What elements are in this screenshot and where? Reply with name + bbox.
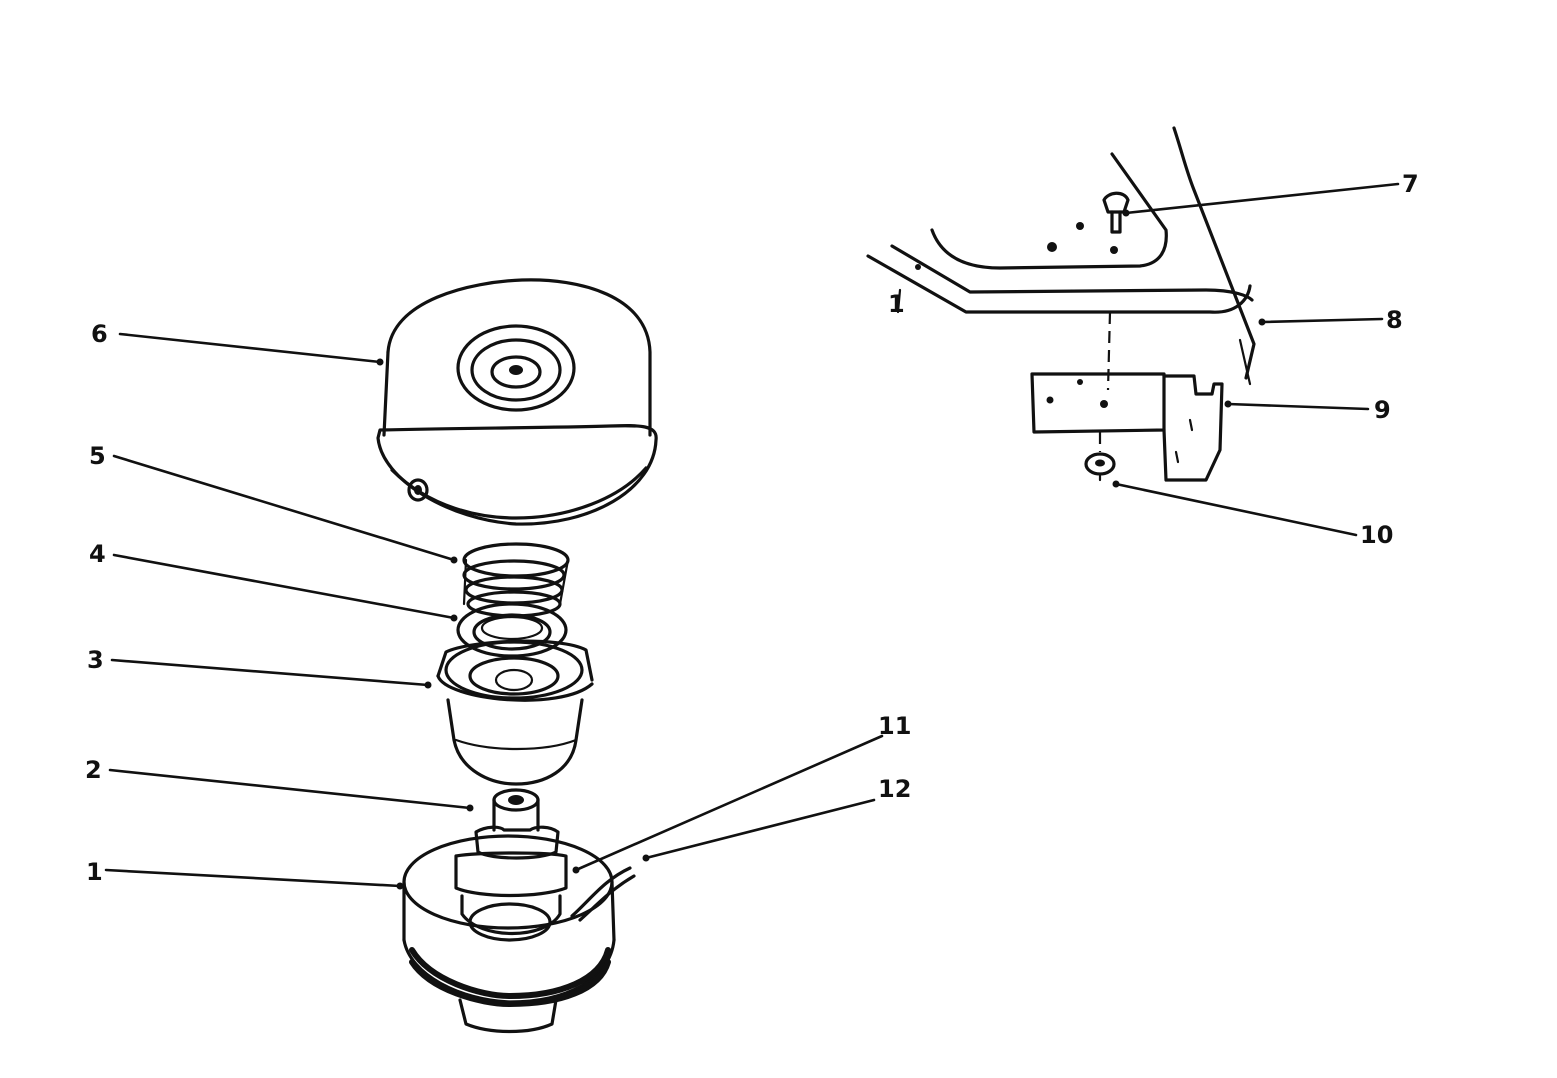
callout-10: 10 bbox=[1360, 521, 1393, 549]
leader-10 bbox=[1114, 482, 1358, 537]
part-6-cover bbox=[376, 278, 658, 526]
leader-5 bbox=[112, 454, 456, 562]
leader-9 bbox=[1226, 402, 1370, 411]
mower-deck-reference-label: 1 bbox=[888, 290, 905, 318]
leader-1 bbox=[104, 868, 402, 888]
leader-4 bbox=[112, 553, 456, 620]
part-2-shaft bbox=[474, 788, 560, 860]
part-9-bracket bbox=[1030, 372, 1224, 482]
callout-12: 12 bbox=[878, 775, 911, 803]
mower-deck: 1 bbox=[866, 126, 1256, 380]
callout-8: 8 bbox=[1386, 306, 1403, 334]
callout-1: 1 bbox=[86, 858, 103, 886]
part-3-spool bbox=[436, 639, 594, 786]
part-10-nut bbox=[1084, 432, 1116, 482]
leader-3 bbox=[110, 658, 430, 687]
callout-11: 11 bbox=[878, 712, 911, 740]
leader-7 bbox=[1124, 182, 1400, 215]
leader-8 bbox=[1260, 317, 1384, 324]
part-5-spring bbox=[462, 542, 570, 618]
leader-lines bbox=[104, 182, 1400, 890]
callout-5: 5 bbox=[89, 442, 106, 470]
callout-9: 9 bbox=[1374, 396, 1391, 424]
callout-2: 2 bbox=[85, 756, 102, 784]
leader-11 bbox=[574, 734, 884, 872]
callout-7: 7 bbox=[1402, 170, 1419, 198]
leader-2 bbox=[108, 768, 472, 810]
callout-6: 6 bbox=[91, 320, 108, 348]
callout-4: 4 bbox=[89, 540, 106, 568]
part-4-washer bbox=[456, 602, 568, 658]
leader-6 bbox=[118, 332, 382, 364]
leader-12 bbox=[644, 798, 876, 860]
callout-labels: 6 5 4 3 2 1 11 12 7 8 9 10 bbox=[85, 170, 1419, 886]
part-1-hub bbox=[402, 834, 636, 1034]
part-8-deck-edge bbox=[1238, 338, 1252, 386]
callout-3: 3 bbox=[87, 646, 104, 674]
